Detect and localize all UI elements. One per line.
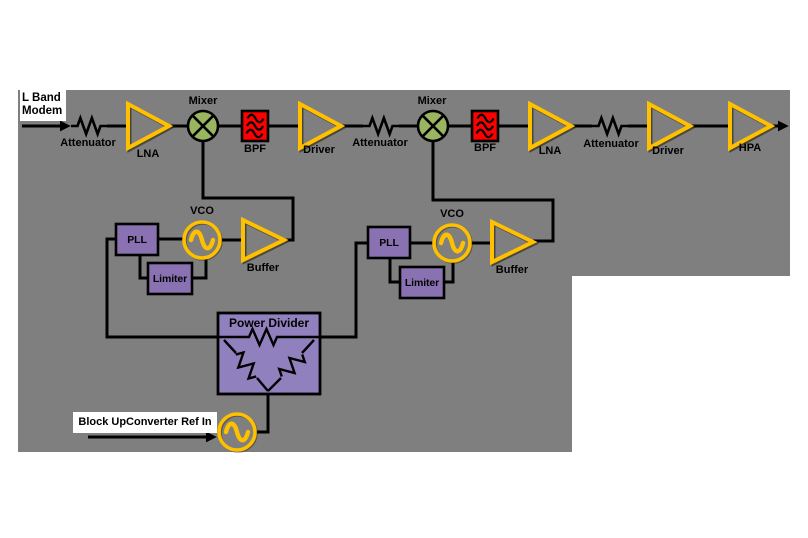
lo1-pll-limiter-wire bbox=[138, 254, 149, 280]
buffer-2-symbol bbox=[490, 220, 537, 266]
driver-2-symbol bbox=[647, 102, 694, 152]
lna-1-symbol bbox=[126, 102, 173, 152]
lo2-pll-input-wire bbox=[321, 241, 369, 339]
limiter-1-box bbox=[146, 261, 194, 296]
bpf-1-symbol bbox=[240, 109, 270, 143]
mixer-2-label: Mixer bbox=[417, 95, 447, 107]
attenuator-1-symbol bbox=[69, 116, 109, 136]
lna-1-label: LNA bbox=[136, 148, 160, 160]
driver-1-symbol bbox=[298, 102, 345, 152]
mixer-2-symbol bbox=[416, 109, 450, 143]
buffer-1-symbol bbox=[241, 218, 288, 264]
bpf-1-label: BPF bbox=[244, 143, 266, 155]
limiter-2-label: Limiter bbox=[404, 276, 440, 289]
vco-1-symbol bbox=[184, 222, 221, 259]
vco-2-symbol bbox=[434, 225, 471, 262]
buffer-1-label: Buffer bbox=[246, 262, 280, 274]
limiter-2-box bbox=[398, 265, 446, 300]
lo2-pll-limiter-wire bbox=[388, 257, 401, 284]
pll-2-label: PLL bbox=[379, 236, 399, 249]
driver-2-label: Driver bbox=[652, 145, 684, 157]
power-divider-box bbox=[216, 311, 322, 396]
divider-output-wire bbox=[256, 392, 270, 434]
lo1-limiter-vco-wire bbox=[191, 259, 208, 280]
ref-input-label: Block UpConverter Ref In bbox=[73, 412, 217, 433]
pll-2-box bbox=[366, 225, 412, 260]
mixer-1-symbol bbox=[186, 109, 220, 143]
limiter-1-label: Limiter bbox=[152, 272, 188, 285]
vco-1-label: VCO bbox=[190, 205, 214, 217]
attenuator-3-symbol bbox=[590, 116, 630, 136]
input-label-line1: L Band bbox=[22, 92, 61, 104]
lna-2-symbol bbox=[528, 102, 575, 152]
attenuator-2-label: Attenuator bbox=[352, 137, 408, 149]
attenuator-2-symbol bbox=[361, 116, 401, 136]
bpf-2-symbol bbox=[470, 109, 500, 143]
lo2-limiter-vco-wire bbox=[443, 262, 455, 284]
lna-2-label: LNA bbox=[538, 145, 562, 157]
lo2-to-mixer2-wire bbox=[431, 141, 555, 243]
power-divider-label: Power Divider bbox=[228, 316, 310, 330]
ref-oscillator-symbol bbox=[219, 414, 256, 451]
attenuator-1-label: Attenuator bbox=[60, 137, 116, 149]
lo1-to-mixer1-wire bbox=[201, 141, 295, 242]
vco-2-label: VCO bbox=[440, 208, 464, 220]
input-signal-label: L Band Modem bbox=[20, 90, 66, 121]
pll-1-label: PLL bbox=[127, 233, 147, 246]
buffer-2-label: Buffer bbox=[495, 264, 529, 276]
attenuator-3-label: Attenuator bbox=[583, 138, 639, 150]
lo1-pll-input-wire bbox=[105, 237, 217, 339]
mixer-1-label: Mixer bbox=[188, 95, 218, 107]
pll-1-box bbox=[114, 222, 160, 257]
input-label-line2: Modem bbox=[22, 105, 63, 117]
bpf-2-label: BPF bbox=[474, 142, 496, 154]
driver-1-label: Driver bbox=[303, 144, 335, 156]
hpa-label: HPA bbox=[738, 142, 762, 154]
